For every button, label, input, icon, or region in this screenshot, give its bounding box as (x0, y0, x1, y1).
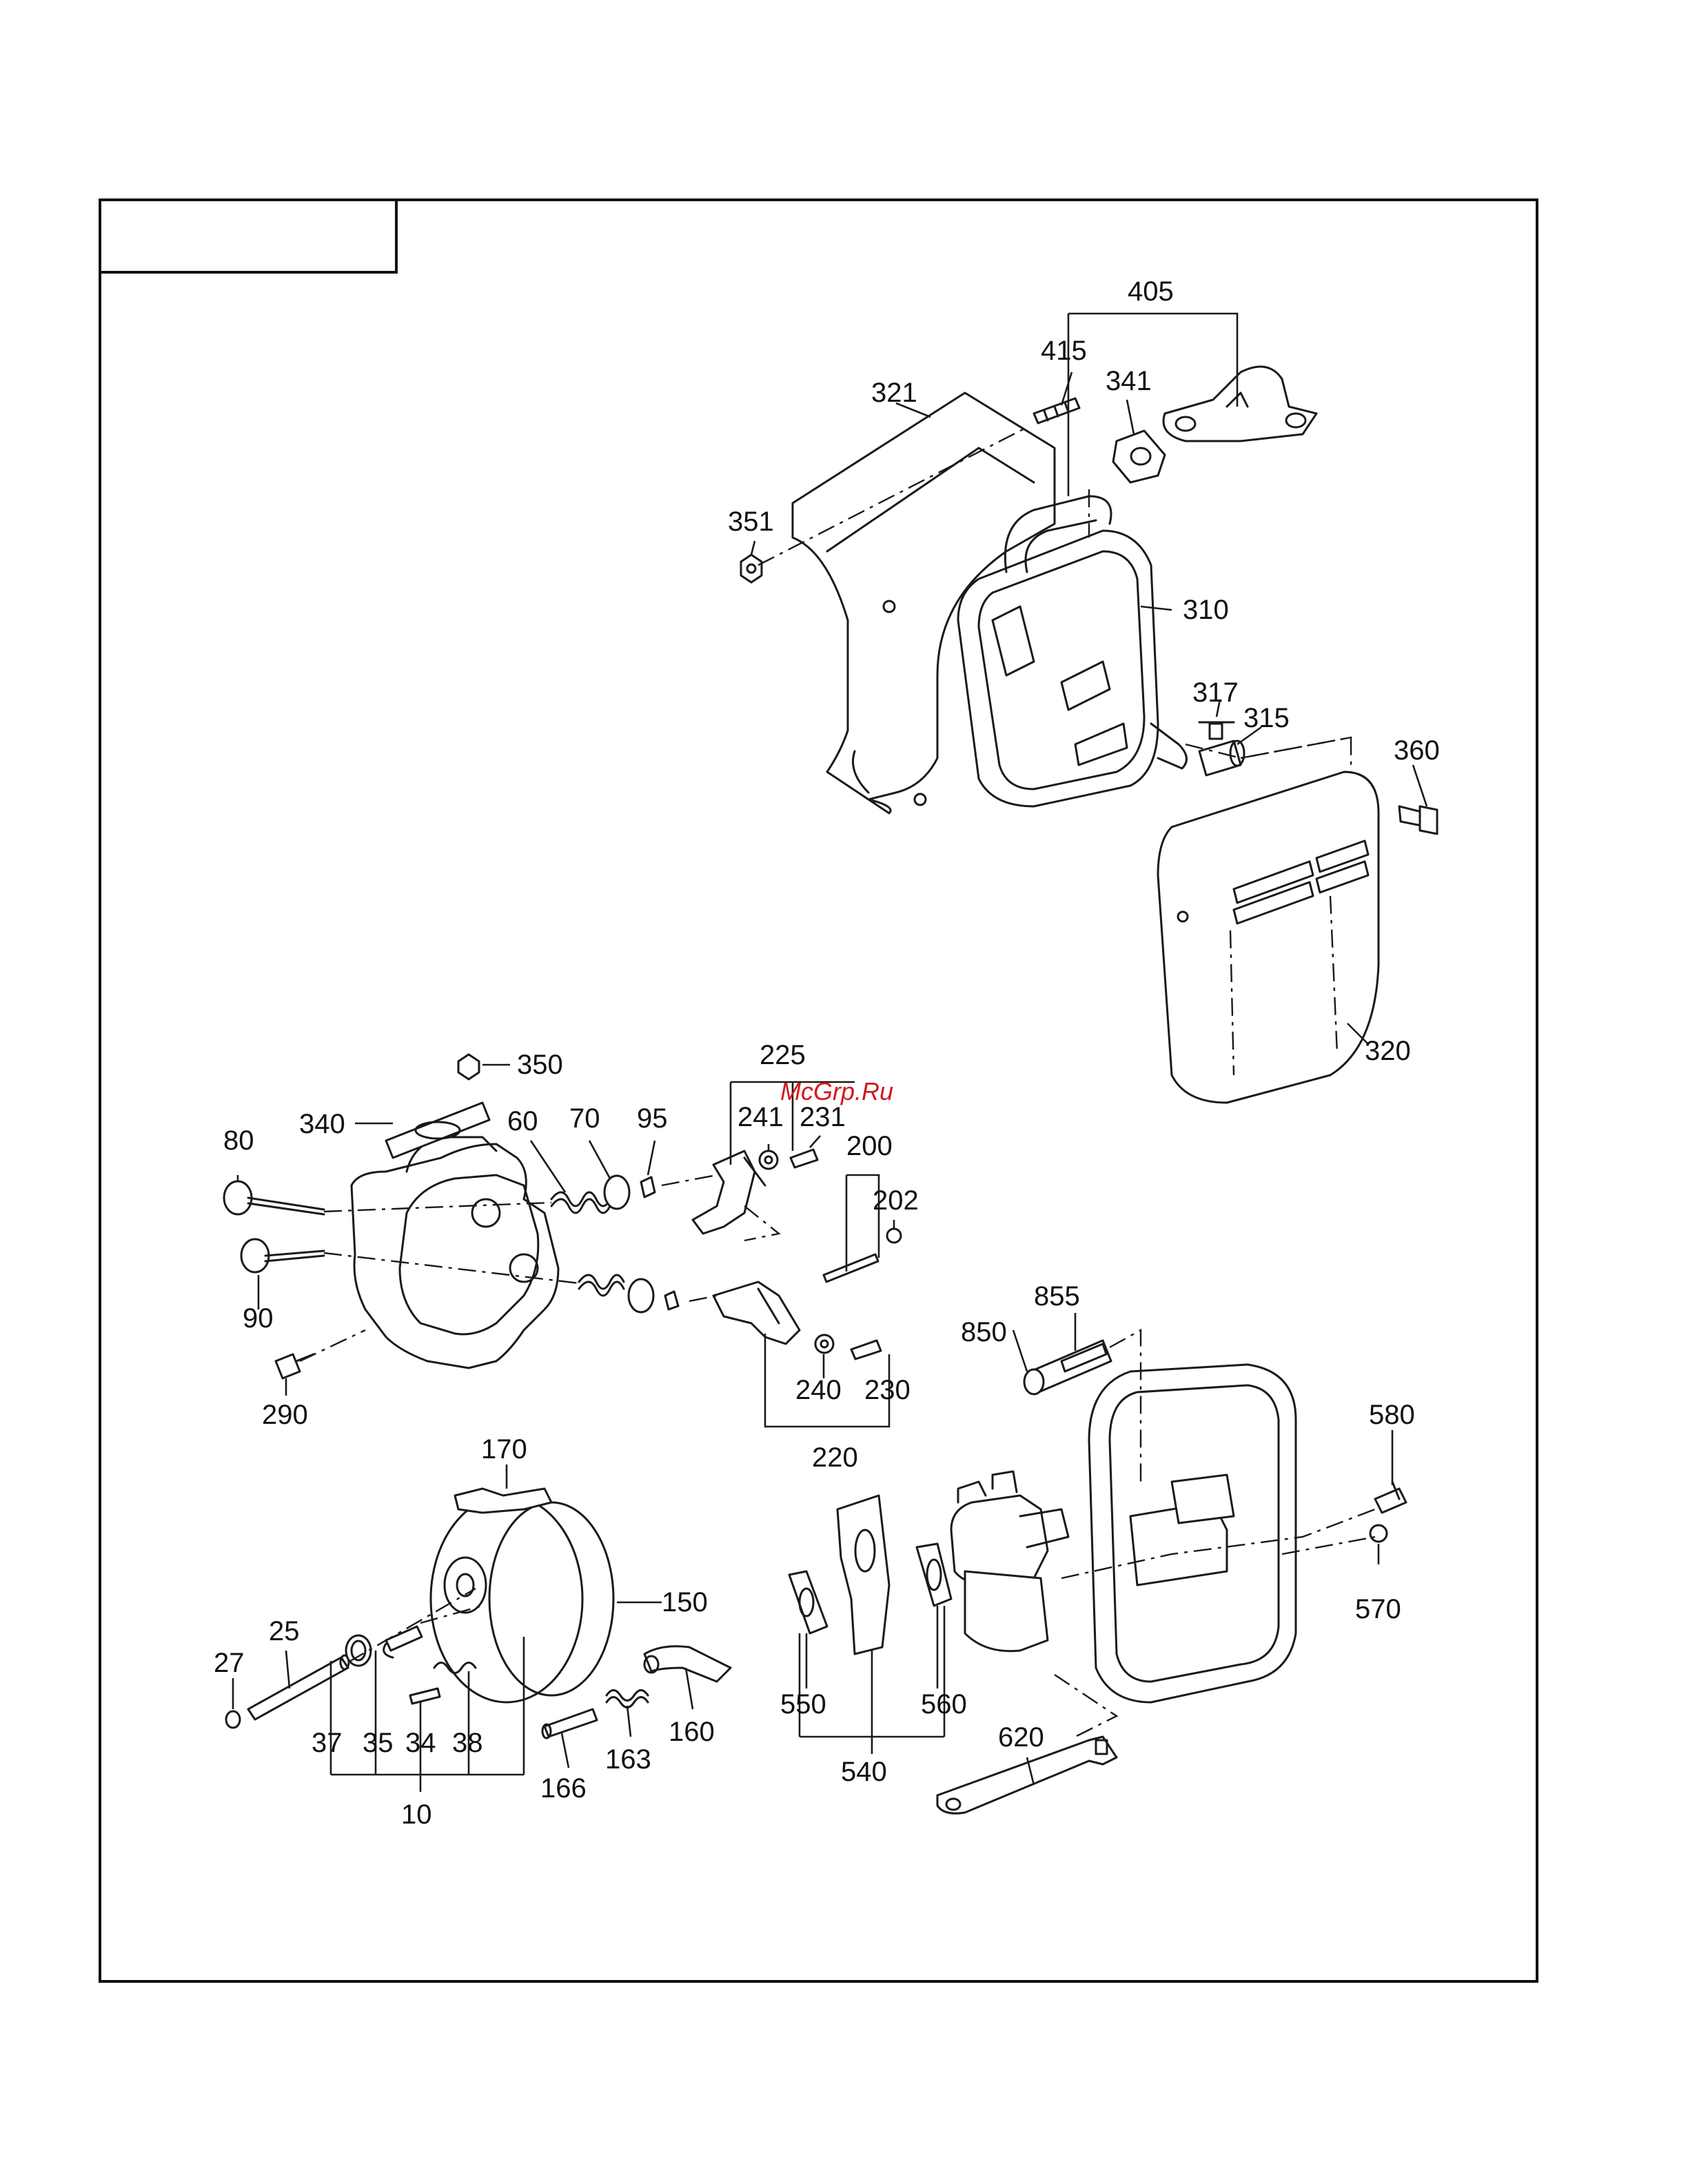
leader-25 (286, 1651, 289, 1688)
label-580: 580 (1369, 1400, 1415, 1430)
label-290: 290 (262, 1400, 308, 1430)
bolt-230 (851, 1340, 881, 1359)
exhaust-pipe-405 (1163, 367, 1316, 441)
label-34: 34 (405, 1728, 436, 1758)
label-550: 550 (780, 1689, 826, 1719)
label-405: 405 (1128, 276, 1174, 307)
label-620: 620 (998, 1722, 1044, 1753)
clip-202 (887, 1229, 901, 1243)
leader-163 (627, 1706, 631, 1737)
label-540: 540 (841, 1757, 887, 1787)
label-70: 70 (569, 1103, 600, 1134)
muffler-310 (958, 496, 1186, 806)
label-230: 230 (864, 1375, 911, 1405)
label-225: 225 (760, 1040, 806, 1070)
leader-70 (589, 1141, 610, 1178)
label-341: 341 (1106, 366, 1152, 396)
insulator-540 (837, 1496, 889, 1654)
pivot-nut-241 (760, 1151, 777, 1169)
label-35: 35 (363, 1728, 394, 1758)
title-box (100, 200, 396, 272)
label-25: 25 (269, 1616, 300, 1646)
label-38: 38 (452, 1728, 483, 1758)
label-37: 37 (312, 1728, 343, 1758)
spring-163 (607, 1691, 648, 1708)
nut-351 (741, 555, 762, 582)
bolt-317 (1199, 722, 1234, 739)
label-351: 351 (728, 507, 774, 537)
washer-27 (226, 1711, 240, 1728)
label-90: 90 (243, 1303, 274, 1334)
label-231: 231 (800, 1102, 846, 1132)
exhaust-valve-80 (224, 1181, 324, 1214)
label-240: 240 (795, 1375, 842, 1405)
label-415: 415 (1041, 336, 1087, 366)
air-cleaner-case (1089, 1365, 1296, 1702)
camshaft-25 (248, 1655, 349, 1719)
label-320: 320 (1365, 1036, 1411, 1066)
label-317: 317 (1192, 677, 1239, 708)
label-350: 350 (517, 1050, 563, 1080)
label-310: 310 (1183, 595, 1229, 625)
label-360: 360 (1394, 735, 1440, 766)
label-170: 170 (481, 1434, 527, 1464)
stud-415 (1034, 398, 1079, 423)
nut-240 (815, 1335, 833, 1353)
assembly-line-muffler-1 (758, 427, 1027, 565)
muffler-protector-320 (1158, 772, 1379, 1103)
gasket-341 (1113, 431, 1165, 482)
pin-166 (542, 1709, 597, 1738)
label-60: 60 (507, 1106, 538, 1136)
label-202: 202 (873, 1185, 919, 1216)
label-163: 163 (605, 1744, 651, 1775)
watermark: McGrp.Ru (780, 1077, 893, 1105)
label-220: 220 (812, 1442, 858, 1473)
label-560: 560 (921, 1689, 967, 1719)
label-200: 200 (846, 1131, 893, 1161)
label-570: 570 (1355, 1594, 1401, 1624)
rocker-arm-225 (693, 1151, 765, 1234)
label-855: 855 (1034, 1281, 1080, 1312)
label-166: 166 (540, 1773, 587, 1804)
leader-850 (1013, 1330, 1027, 1371)
label-10: 10 (401, 1799, 432, 1830)
assembly-line-head-5 (300, 1330, 365, 1361)
leader-360 (1413, 765, 1427, 806)
push-rod-200 (824, 1254, 878, 1282)
label-321: 321 (871, 378, 917, 408)
pipe-315 (1199, 741, 1244, 775)
label-95: 95 (637, 1103, 668, 1134)
pivot-bolt-231 (791, 1150, 817, 1167)
assembly-line-head-3 (662, 1175, 717, 1185)
carburetor (951, 1471, 1068, 1651)
label-241: 241 (738, 1102, 784, 1132)
bolt-360 (1399, 806, 1437, 834)
label-150: 150 (662, 1587, 708, 1617)
nut-350 (458, 1054, 479, 1079)
leader-95 (648, 1141, 655, 1175)
bolt-580 (1375, 1482, 1406, 1513)
washer-570 (1370, 1525, 1387, 1542)
leader-160 (686, 1668, 693, 1709)
label-340: 340 (299, 1109, 345, 1139)
intake-valve-90 (241, 1239, 324, 1272)
label-850: 850 (961, 1317, 1007, 1347)
label-80: 80 (223, 1125, 254, 1156)
gasket-560 (917, 1544, 951, 1606)
cylinder-head (352, 1137, 558, 1368)
rocker-arm-220 (713, 1282, 800, 1344)
leader-341 (1127, 400, 1134, 434)
leader-351 (751, 541, 755, 555)
leader-231 (810, 1136, 820, 1147)
leader-60 (531, 1141, 565, 1192)
leader-166 (562, 1733, 569, 1768)
gasket-550 (789, 1571, 827, 1633)
assembly-line-head-6 (744, 1206, 779, 1241)
pin-34 (410, 1688, 440, 1704)
label-315: 315 (1243, 703, 1290, 733)
label-27: 27 (214, 1648, 245, 1678)
label-160: 160 (669, 1717, 715, 1747)
pin-35 (384, 1626, 422, 1657)
